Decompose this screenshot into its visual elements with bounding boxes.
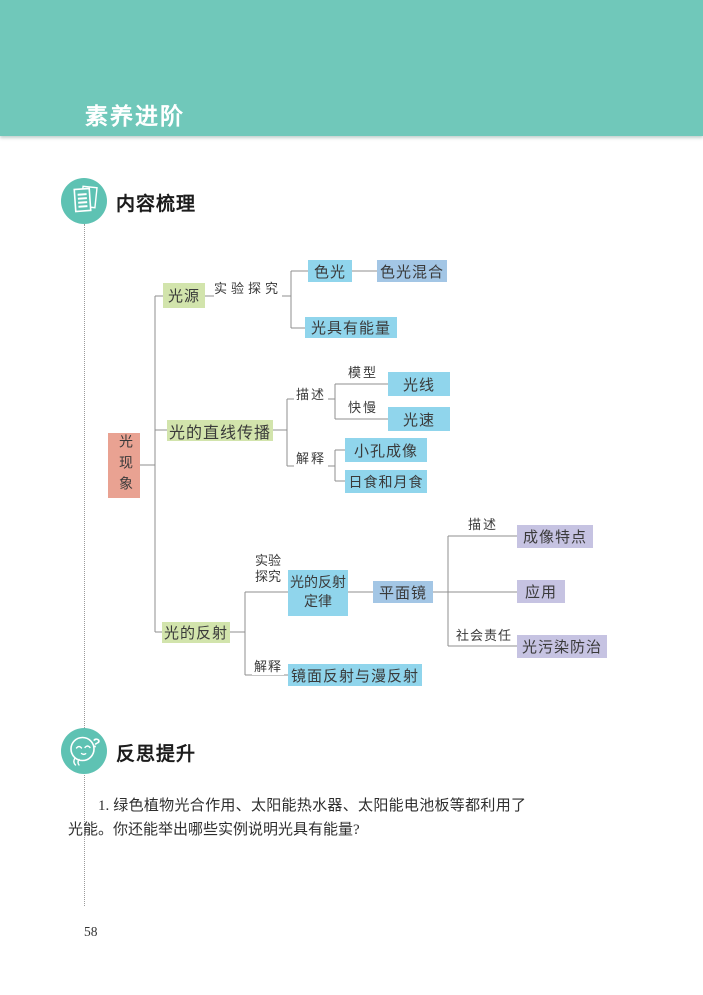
node-specular-diffuse-reflection: 镜面反射与漫反射 bbox=[288, 664, 422, 686]
page-title: 素养进阶 bbox=[85, 104, 185, 129]
section-heading-content-review: 内容梳理 bbox=[116, 194, 197, 215]
thinking-face-icon: ? bbox=[61, 728, 107, 774]
page-number: 58 bbox=[84, 924, 98, 939]
node-light-pollution-control: 光污染防治 bbox=[517, 635, 607, 658]
node-plane-mirror: 平面镜 bbox=[373, 581, 433, 603]
node-solar-lunar-eclipse: 日食和月食 bbox=[345, 470, 427, 493]
edge-label-speed: 快慢 bbox=[346, 400, 380, 416]
edge-label-model: 模型 bbox=[346, 365, 380, 381]
node-colored-light: 色光 bbox=[308, 260, 352, 282]
edge-label-describe-2: 描述 bbox=[466, 517, 500, 533]
reflection-paragraph: 1. 绿色植物光合作用、太阳能热水器、太阳能电池板等都利用了光能。你还能举出哪些… bbox=[68, 798, 526, 838]
edge-label-describe: 描述 bbox=[294, 387, 328, 403]
node-light-has-energy: 光具有能量 bbox=[305, 317, 397, 338]
node-law-of-reflection: 光的反射定律 bbox=[288, 570, 348, 616]
node-light-phenomena: 光现象 bbox=[108, 433, 140, 498]
node-light-ray: 光线 bbox=[388, 372, 450, 396]
dotted-vertical-rule bbox=[84, 224, 85, 906]
node-pinhole-imaging: 小孔成像 bbox=[345, 438, 427, 462]
node-imaging-characteristics: 成像特点 bbox=[517, 525, 593, 548]
node-straight-line-propagation: 光的直线传播 bbox=[167, 420, 273, 442]
document-pages-icon bbox=[61, 178, 107, 224]
node-reflection-of-light: 光的反射 bbox=[162, 622, 230, 643]
edge-label-experiment-inquiry-2: 实验探究 bbox=[252, 553, 284, 585]
svg-text:?: ? bbox=[90, 735, 101, 751]
node-color-mixing: 色光混合 bbox=[377, 260, 447, 282]
edge-label-social-responsibility: 社会责任 bbox=[454, 628, 514, 644]
node-light-speed: 光速 bbox=[388, 407, 450, 431]
edge-label-experiment-inquiry: 实验探究 bbox=[214, 281, 283, 297]
node-light-source: 光源 bbox=[163, 283, 205, 308]
edge-label-explain-2: 解释 bbox=[252, 659, 284, 675]
edge-label-explain: 解释 bbox=[294, 451, 328, 467]
node-applications: 应用 bbox=[517, 580, 565, 603]
section-heading-reflection: 反思提升 bbox=[116, 744, 197, 765]
header-band: 素养进阶 bbox=[0, 0, 703, 136]
